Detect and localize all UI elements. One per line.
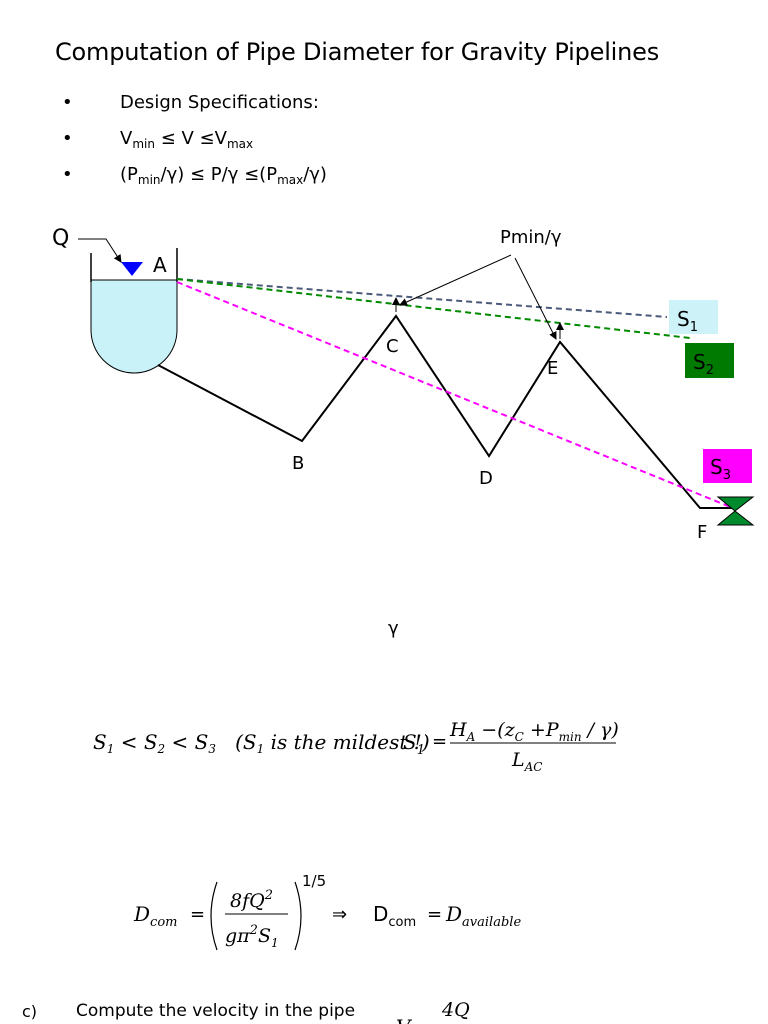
svg-text:1/5: 1/5 [302, 872, 326, 890]
slope-comparison: S1 < S2 < S3 (S1 is the mildest !) [93, 730, 430, 756]
step-c-text: Compute the velocity in the pipe [76, 1001, 356, 1021]
valve-icon-lower [716, 510, 755, 526]
label-e: E [547, 358, 558, 379]
svg-text:⇒: ⇒ [332, 904, 347, 925]
label-f: F [697, 522, 707, 543]
s3-label: S3 [710, 455, 731, 483]
s1-label: S1 [677, 307, 698, 335]
grade-line-s1 [176, 278, 668, 318]
grade-line-s3 [176, 281, 734, 509]
step-c-label: c) [22, 1002, 38, 1021]
pmin-pointer-c [399, 254, 512, 306]
label-b: B [292, 453, 304, 474]
svg-text:gπ2S1: gπ2S1 [225, 923, 279, 950]
svg-text:8fQ2: 8fQ2 [230, 888, 273, 912]
svg-text:Davailable: Davailable [445, 902, 521, 930]
svg-text:Dcom: Dcom [373, 902, 416, 930]
svg-text:V: V [396, 1015, 413, 1024]
reservoir-tank [90, 279, 178, 374]
pipeline-diagram: Q A B C D E F Pmin/γ S1 S2 S3 [52, 226, 755, 543]
svg-text:=: = [190, 904, 205, 925]
inflow-arrow [78, 238, 122, 263]
pmin-pointer-e [514, 257, 557, 340]
pmin-label: Pmin/γ [500, 227, 562, 248]
grade-line-s2 [176, 278, 691, 339]
svg-text:HA −(zC +Pmin / γ): HA −(zC +Pmin / γ) [449, 719, 619, 746]
svg-text:LAC: LAC [511, 749, 542, 774]
bullet-marker: • [62, 92, 73, 113]
diameter-formula: Dcom = 8fQ2 gπ2S1 1/5 ⇒ Dcom = Davailabl… [133, 872, 521, 951]
gamma-symbol: γ [388, 618, 399, 639]
bullet-velocity-constraint: Vmin ≤ V ≤Vmax [120, 128, 254, 151]
label-q: Q [52, 226, 69, 251]
label-d: D [479, 468, 493, 489]
pipe-profile [157, 314, 735, 509]
label-a: A [153, 253, 167, 277]
svg-text:=: = [432, 731, 447, 752]
bullet-design-specs: Design Specifications: [120, 92, 319, 113]
s3-box [703, 449, 752, 483]
bullet-marker: • [62, 164, 73, 185]
velocity-formula: 4Q V = [396, 999, 470, 1024]
water-level-marker [121, 262, 143, 276]
page-title: Computation of Pipe Diameter for Gravity… [55, 38, 660, 66]
s1-formula: S1 = HA −(zC +Pmin / γ) LAC [403, 719, 619, 774]
bullet-pressure-constraint: (Pmin/γ) ≤ P/γ ≤(Pmax/γ) [120, 164, 327, 187]
s2-label: S2 [693, 350, 714, 378]
s2-box [685, 343, 734, 378]
svg-text:4Q: 4Q [441, 999, 470, 1021]
label-c: C [386, 336, 399, 357]
bullet-marker: • [62, 128, 73, 149]
s1-box [669, 300, 718, 334]
valve-icon [716, 496, 755, 512]
svg-text:S1: S1 [403, 730, 425, 758]
svg-text:=: = [427, 904, 442, 925]
svg-text:=: = [419, 1016, 434, 1024]
svg-text:Dcom: Dcom [133, 902, 177, 930]
